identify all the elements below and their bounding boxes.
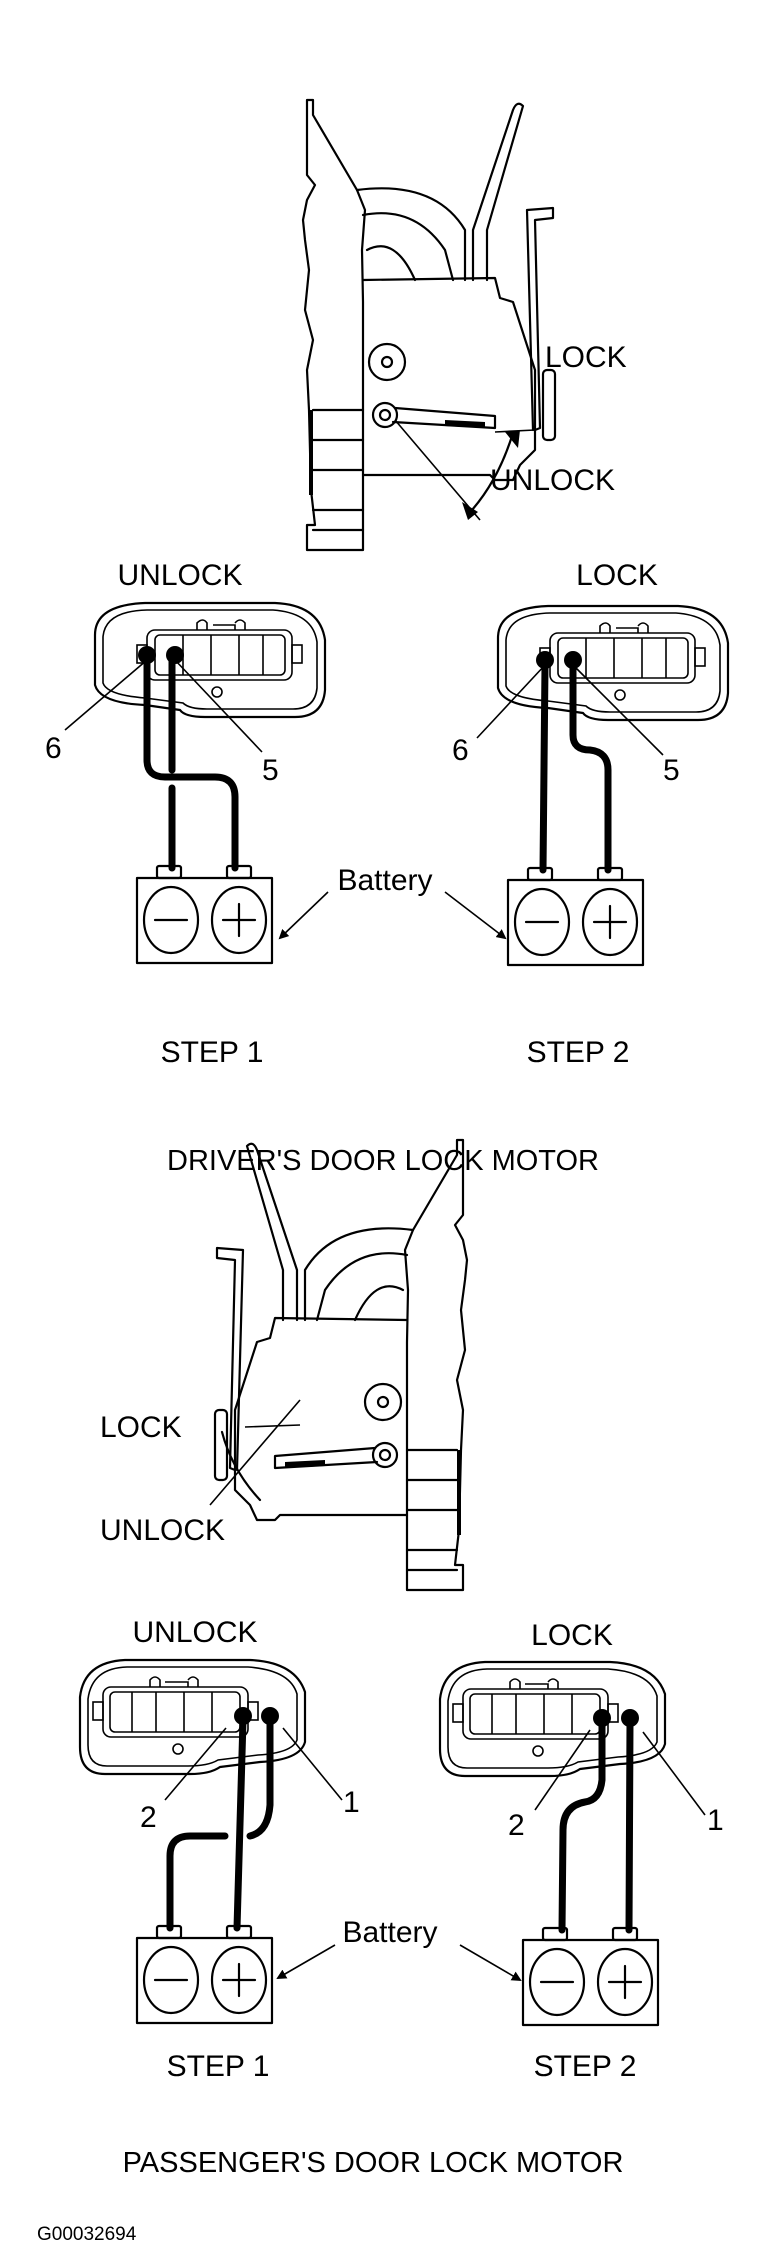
pin-5-label: 5	[663, 754, 680, 787]
pin-1-terminal	[261, 1707, 279, 1725]
driver-battery-label: Battery	[337, 864, 432, 897]
pin-1-terminal	[621, 1709, 639, 1727]
battery-icon	[135, 1924, 274, 2025]
passenger-step1-diagram: UNLOCK 2 1 STEP 1	[78, 1616, 360, 2083]
driver-motor-lock-label: LOCK	[545, 341, 627, 374]
passenger-motor-unlock-label: UNLOCK	[100, 1514, 225, 1547]
driver-step1-state-label: UNLOCK	[117, 559, 242, 592]
battery-arrow-left-icon	[276, 1944, 336, 1980]
pin-2-label: 2	[140, 1801, 157, 1834]
wire-pin6-to-positive	[143, 656, 239, 872]
driver-step2-diagram: LOCK 6 5 STEP 2	[452, 559, 730, 1069]
passenger-motor-lock-label: LOCK	[100, 1411, 182, 1444]
lock-unlock-arrow-icon	[470, 434, 514, 512]
pin-6-label: 6	[45, 732, 62, 765]
pin-1-label: 1	[343, 1786, 360, 1819]
battery-icon	[506, 866, 645, 967]
unlock-leader-line	[394, 419, 481, 521]
passenger-step2-state-label: LOCK	[531, 1619, 613, 1652]
passenger-motor-illustration: LOCK UNLOCK	[100, 1138, 469, 1592]
pin-2-leader	[164, 1727, 227, 1801]
driver-motor-illustration: LOCK UNLOCK	[301, 98, 627, 552]
wire-pin5-to-positive	[569, 661, 612, 874]
driver-step2-label: STEP 2	[527, 1036, 630, 1069]
pin-1-leader	[642, 1731, 706, 1816]
unlock-leader-line	[209, 1399, 301, 1506]
pin-6-leader	[476, 664, 546, 739]
pin-6-leader	[64, 659, 148, 731]
driver-step1-diagram: UNLOCK 6 5 STEP 1	[45, 559, 327, 1069]
driver-section-title: DRIVER'S DOOR LOCK MOTOR	[167, 1145, 599, 1177]
passenger-battery-label: Battery	[342, 1916, 437, 1949]
wire-pin6-to-negative	[539, 661, 549, 874]
driver-motor-unlock-label: UNLOCK	[490, 464, 615, 497]
pin-2-terminal	[593, 1709, 611, 1727]
passenger-step2-diagram: LOCK 2 1 STEP 2	[438, 1619, 724, 2083]
pin-5-leader	[174, 659, 263, 753]
pin-2-terminal	[234, 1707, 252, 1725]
wire-pin2-to-positive	[233, 1716, 247, 1932]
double-arrow-heads-icon	[462, 430, 520, 520]
battery-arrow-right-icon	[459, 1944, 522, 1982]
battery-icon	[135, 864, 274, 965]
driver-step1-label: STEP 1	[161, 1036, 264, 1069]
pin-1-label: 1	[707, 1804, 724, 1837]
battery-arrow-left-icon	[278, 891, 329, 940]
pin-6-terminal	[138, 646, 156, 664]
battery-icon	[521, 1926, 660, 2027]
passenger-step1-state-label: UNLOCK	[132, 1616, 257, 1649]
pin-2-label: 2	[508, 1809, 525, 1842]
pin-1-leader	[282, 1727, 343, 1801]
pin-2-leader	[534, 1729, 591, 1811]
wire-pin2-to-negative	[558, 1718, 606, 1934]
pin-5-terminal	[564, 651, 582, 669]
figure-code: G00032694	[37, 2224, 137, 2245]
wire-pin1-to-negative	[166, 1832, 229, 1932]
passenger-step1-label: STEP 1	[167, 2050, 270, 2083]
driver-step2-state-label: LOCK	[576, 559, 658, 592]
pin-6-terminal	[536, 651, 554, 669]
lock-unlock-arrow-icon	[220, 1430, 262, 1502]
battery-arrow-right-icon	[444, 891, 507, 940]
pin-5-leader	[572, 664, 664, 756]
passenger-step2-label: STEP 2	[534, 2050, 637, 2083]
passenger-section-title: PASSENGER'S DOOR LOCK MOTOR	[123, 2147, 624, 2179]
lock-leader-line	[244, 1424, 301, 1428]
wire-pin1-upper	[246, 1716, 274, 1840]
pin-6-label: 6	[452, 734, 469, 767]
pin-5-label: 5	[262, 754, 279, 787]
wire-pin1-to-positive	[625, 1718, 634, 1934]
